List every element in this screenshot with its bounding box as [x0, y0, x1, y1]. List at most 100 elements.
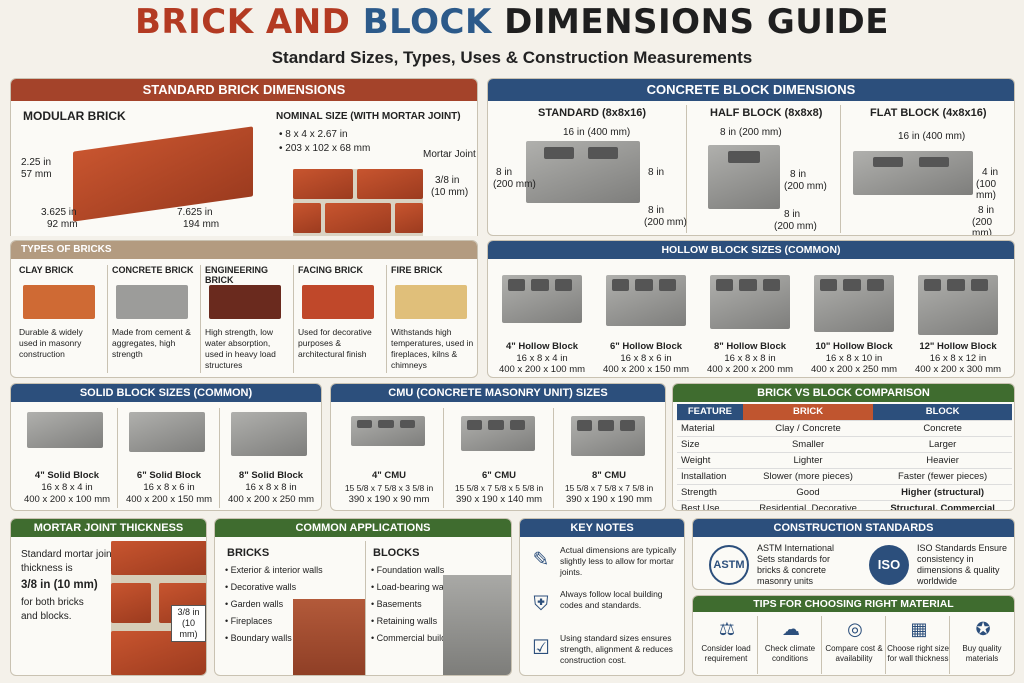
solid-name: 4" Solid Block [34, 470, 100, 481]
hollow-name: 6" Hollow Block [609, 341, 683, 352]
hollow-size-mm: 400 x 200 x 250 mm [810, 364, 898, 375]
feature-cell: Weight [677, 452, 743, 469]
brick-type-card: FIRE BRICK Withstands high temperatures, … [389, 263, 477, 375]
mortar-panel: MORTAR JOINT THICKNESS Standard mortar j… [10, 518, 207, 676]
brick-app-item: • Fireplaces [225, 616, 273, 626]
brick-type-desc: Withstands high temperatures, used in fi… [391, 327, 474, 370]
mortar-mm: (10 mm) [431, 187, 469, 198]
half-block-image [708, 145, 780, 209]
block-image [461, 416, 535, 451]
half-h2: (200 mm) [784, 181, 827, 192]
length-in: 7.625 in [177, 207, 213, 218]
brick-app-label: Decorative walls [230, 582, 297, 592]
tip-text: Buy quality materials [962, 644, 1002, 663]
brick-type-desc: Durable & widely used in masonry constru… [19, 327, 83, 359]
block-app-label: Basements [376, 599, 422, 609]
block-image [710, 275, 790, 329]
solid-header: SOLID BLOCK SIZES (COMMON) [11, 384, 321, 402]
col-feature: FEATURE [677, 404, 743, 421]
brick-app-item: • Boundary walls [225, 633, 292, 643]
half-top: 8 in (200 mm) [720, 127, 782, 138]
mortar-in: 3/8 in [435, 175, 460, 186]
feature-cell: Material [677, 420, 743, 437]
page-title: BRICK AND BLOCK DIMENSIONS GUIDE [0, 2, 1024, 42]
half-h: 8 in [790, 169, 807, 180]
brick-type-image [116, 285, 188, 319]
notes-header: KEY NOTES [520, 519, 684, 537]
std-h-right: 8 in [648, 167, 665, 178]
solid-size-mm: 400 x 200 x 150 mm [125, 494, 213, 505]
height-in: 2.25 in [21, 157, 52, 168]
brick-app-item: • Decorative walls [225, 582, 297, 592]
flat-length: 16 in (400 mm) [898, 131, 966, 142]
brick-app-label: Garden walls [230, 599, 284, 609]
block-image [814, 275, 894, 332]
wall-icon: ▦ [910, 619, 928, 639]
cmu-size-mm: 390 x 190 x 190 mm [565, 494, 653, 505]
brick-app-label: Boundary walls [230, 633, 292, 643]
hollow-size-mm: 400 x 200 x 200 mm [706, 364, 794, 375]
brick-cell: Smaller [742, 436, 874, 453]
standard-label: STANDARD (8x8x16) [538, 107, 646, 119]
blocks-title: BLOCKS [373, 547, 420, 559]
note-text: Always follow local building codes and s… [560, 589, 663, 610]
feature-cell: Strength [677, 484, 743, 501]
modular-brick-image [73, 126, 253, 222]
tip-text: Choose right size for wall thickness [887, 644, 949, 663]
block-image [606, 275, 686, 326]
comparison-header: BRICK VS BLOCK COMPARISON [673, 384, 1014, 402]
block-app-item: • Load-bearing walls [371, 582, 453, 592]
mortar-l3: 3/8 in (10 mm) [21, 579, 98, 591]
title-part-3: DIMENSIONS GUIDE [504, 2, 889, 42]
hollow-name: 12" Hollow Block [919, 341, 997, 352]
cmu-size-in: 15 5/8 x 7 5/8 x 3 5/8 in [344, 483, 434, 493]
solid-size-mm: 400 x 200 x 250 mm [227, 494, 315, 505]
feature-cell: Best Use [677, 500, 743, 510]
brick-type-desc: Used for decorative purposes & architect… [298, 327, 372, 359]
standards-header: CONSTRUCTION STANDARDS [693, 519, 1014, 537]
shield-icon: ⛨ [533, 593, 549, 615]
half-w: 8 in [784, 209, 801, 220]
tip-text: Compare cost & availability [825, 644, 883, 663]
tip-text: Check climate conditions [764, 644, 816, 663]
solid-panel: SOLID BLOCK SIZES (COMMON) 4" Solid Bloc… [10, 383, 322, 511]
col-block: BLOCK [873, 404, 1012, 421]
types-header: TYPES OF BRICKS [11, 241, 477, 259]
comparison-panel: BRICK VS BLOCK COMPARISON FEATURE BRICK … [672, 383, 1015, 511]
concrete-block-panel: CONCRETE BLOCK DIMENSIONS STANDARD (8x8x… [487, 78, 1015, 236]
flat-h: 4 in [982, 167, 999, 178]
brick-type-name: ENGINEERING BRICK [205, 265, 269, 285]
checklist-icon: ☑ [532, 637, 550, 659]
cmu-name: 8" CMU [591, 470, 627, 481]
iso-text: ISO Standards Ensure consistency in dime… [917, 543, 1008, 586]
title-part-2: BLOCK [362, 2, 492, 42]
half-label: HALF BLOCK (8x8x8) [710, 107, 823, 119]
nominal-size-in: 8 x 4 x 2.67 in [285, 129, 348, 140]
note-text: Actual dimensions are typically slightly… [560, 545, 677, 577]
half-w2: (200 mm) [774, 221, 817, 232]
hollow-size-in: 16 x 8 x 8 in [724, 353, 776, 364]
applications-header: COMMON APPLICATIONS [215, 519, 511, 537]
block-image [27, 412, 103, 448]
tip-text: Consider load requirement [701, 644, 751, 663]
page-subtitle: Standard Sizes, Types, Uses & Constructi… [271, 48, 753, 67]
badge-icon: ✪ [975, 619, 991, 639]
house-image [293, 599, 365, 675]
mortar-l1: Standard mortar joint [21, 549, 115, 560]
std-h: 8 in [496, 167, 513, 178]
col-brick: BRICK [742, 404, 874, 421]
brick-type-name: CONCRETE BRICK [112, 265, 194, 275]
brick-type-name: FIRE BRICK [391, 265, 443, 275]
building-image [443, 575, 511, 675]
cmu-name: 6" CMU [481, 470, 517, 481]
note-text: Using standard sizes ensures strength, a… [560, 633, 673, 665]
std-w2: (200 mm) [644, 217, 687, 228]
block-app-item: • Foundation walls [371, 565, 445, 575]
brick-cell: Lighter [742, 452, 874, 469]
